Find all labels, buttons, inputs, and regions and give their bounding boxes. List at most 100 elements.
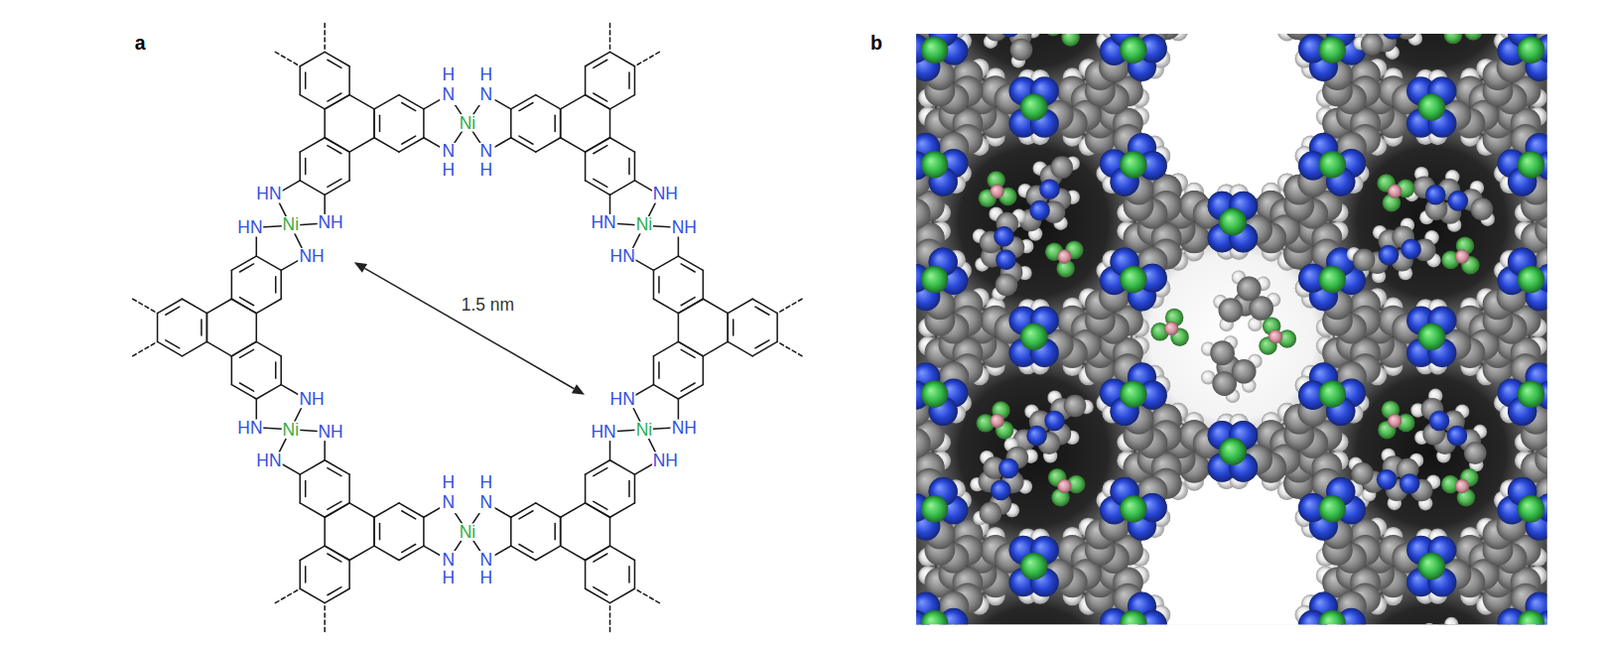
bond-line (240, 297, 255, 306)
metal-label: Ni (635, 216, 655, 234)
bond-line (726, 313, 729, 343)
extension-bond (609, 606, 612, 633)
bond-line (535, 503, 561, 518)
bond-line (727, 341, 753, 356)
channel-wall (1126, 460, 1339, 626)
carbon-sphere (1050, 155, 1073, 179)
amine-label: NH (316, 422, 344, 440)
carbon-sphere (1464, 441, 1487, 465)
bond-line (511, 95, 536, 110)
bond-line (274, 276, 277, 293)
bond-line (324, 460, 350, 475)
anion-molecule (1376, 173, 1415, 212)
metal-label: Ni (280, 420, 300, 438)
bond-line (231, 385, 257, 400)
cation-molecule (968, 33, 1040, 69)
bond-line (156, 313, 159, 343)
bond-line (593, 93, 608, 102)
bond-line (323, 517, 326, 546)
bond-line (231, 269, 234, 299)
nitrogen-sphere (1376, 469, 1398, 491)
anion-molecule (1045, 241, 1084, 278)
amine-label: NH (439, 550, 457, 589)
channel-wall (1126, 33, 1339, 214)
pore-channel (1325, 345, 1538, 558)
nickel-sphere (1517, 380, 1546, 408)
bond-line (535, 137, 561, 152)
extension-bond (780, 298, 802, 312)
channel-wall (933, 350, 1136, 553)
bond-line (304, 157, 307, 174)
bond-line (327, 178, 342, 187)
bond-line (324, 95, 350, 110)
dimension-line (364, 267, 574, 389)
bond-line (585, 137, 611, 152)
bond-line (299, 51, 325, 66)
bond-line (752, 341, 778, 356)
bond-line (206, 313, 209, 343)
bond-line (304, 480, 307, 497)
alkyl-molecule (1200, 335, 1263, 403)
carbon-sphere (1470, 197, 1494, 221)
bond-line (324, 588, 350, 603)
bond-line (593, 178, 608, 187)
bond-line (240, 383, 255, 392)
fluorine-sphere (1044, 33, 1064, 37)
bond-line (776, 313, 779, 343)
amine-label: HN (255, 186, 282, 204)
bond-line (324, 503, 350, 518)
bond-line (240, 264, 255, 272)
bond-line (593, 145, 608, 154)
bond-line (702, 356, 705, 386)
bond-line (373, 109, 376, 138)
bond-line (324, 51, 350, 66)
carbon-sphere (1431, 624, 1455, 626)
nickel-sphere (1119, 150, 1148, 179)
anion-molecule (1150, 308, 1189, 347)
bond-line (585, 95, 611, 110)
bond-line (628, 72, 631, 89)
amine-label: NH (297, 390, 325, 407)
bond-line (585, 545, 611, 560)
cation-molecule (972, 206, 1035, 301)
bond-line (279, 269, 282, 299)
bond-line (628, 480, 631, 497)
nickel-atoms (916, 33, 1547, 625)
bond-line (628, 566, 631, 583)
bond-line (610, 180, 636, 195)
metal-label: Ni (280, 216, 300, 234)
boron-sphere (1387, 184, 1402, 199)
pore-channel (928, 116, 1141, 329)
bond-line (304, 72, 307, 89)
bond-line (677, 313, 680, 343)
channel-wall (928, 116, 1141, 329)
structure-drawing (133, 23, 802, 633)
fluorine-sphere (1444, 33, 1464, 44)
bond-line (680, 264, 695, 272)
nickel-sphere (1418, 322, 1447, 351)
bond-line (535, 95, 561, 110)
nitrogen-sphere (1429, 410, 1451, 432)
bond-line (559, 109, 562, 138)
anion-molecule (1444, 33, 1483, 44)
nitrogen-sphere (1425, 184, 1447, 206)
nickel-sphere (1119, 266, 1148, 294)
channel-wall (1335, 126, 1528, 318)
amine-label: HN (589, 214, 617, 232)
bond-line (200, 319, 203, 336)
nitrogen-sphere (1044, 410, 1066, 432)
carbon-sphere (916, 198, 931, 230)
hydrogen-atoms (916, 33, 1547, 625)
carbon-sphere (1010, 38, 1034, 62)
nitrogen-sphere (1382, 33, 1404, 40)
bond-line (658, 362, 661, 379)
amine-label: NH (670, 219, 698, 237)
bond-line (680, 297, 695, 306)
bond-line (256, 313, 259, 343)
channel-wall (1325, 116, 1538, 329)
bond-line (535, 545, 561, 560)
bond-line (519, 102, 534, 111)
carbon-sphere (916, 427, 931, 459)
bond-line (584, 474, 587, 504)
bond-line (553, 115, 556, 132)
